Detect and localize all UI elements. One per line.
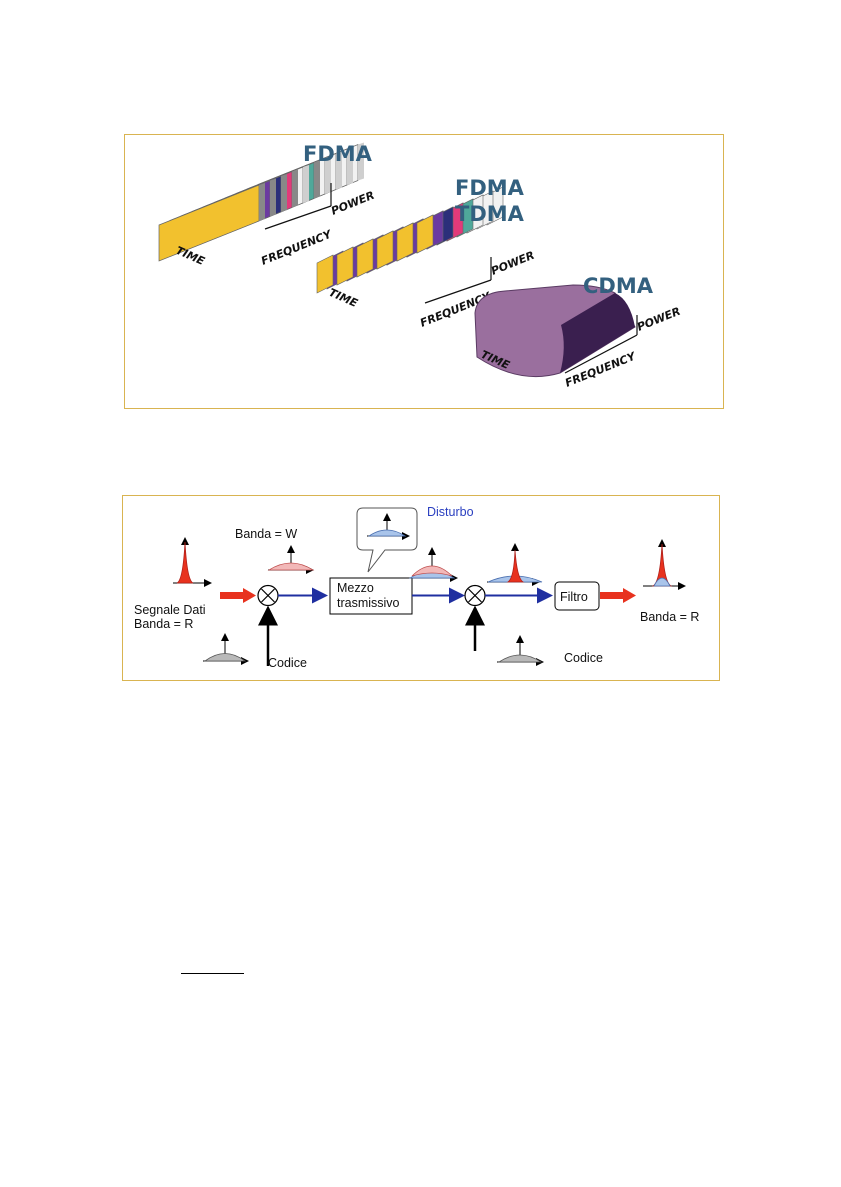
despread-signal-spectrum: [487, 543, 543, 586]
fdma-channel-slab-side: [347, 147, 353, 185]
fdma-title: FDMA: [303, 142, 373, 166]
tdma-channel-block: [356, 238, 374, 278]
fdma-channel-slab-side: [325, 156, 331, 194]
fdma-tdma-power-label: POWER: [489, 249, 536, 278]
fdma-channel-slab-side: [292, 169, 298, 208]
disturbance-label: Disturbo: [427, 505, 474, 519]
tdma-channel-block: [396, 222, 414, 262]
tdma-channel-block: [316, 254, 334, 294]
fdma-channel-slabs: [158, 142, 364, 262]
spread-signal-spectrum: [267, 545, 315, 574]
spread-spectrum-figure: Banda = W Disturbo Mezzo trasmissivo Fil…: [122, 495, 720, 681]
fdma-channel-slab-side: [270, 178, 276, 217]
fdma-frequency-axis: [264, 205, 332, 230]
fdma-channel-slab-side: [336, 151, 342, 190]
multiple-access-figure: FDMA POWER FREQUENCY TIME FDMA TDMA POWE…: [124, 134, 724, 409]
transmission-medium-box: [329, 577, 413, 615]
tdma-channel-block: [376, 230, 394, 270]
disturbance-callout: [356, 507, 418, 573]
fdma-panel: FDMA POWER FREQUENCY TIME: [158, 142, 376, 268]
fdma-channel-slab: [158, 184, 260, 262]
fdma-channel-slab-side: [303, 165, 309, 203]
fdma-tdma-title-line2: TDMA: [455, 202, 525, 226]
input-label-line1: Segnale Dati: [134, 603, 206, 617]
tx-code-label: Codice: [268, 656, 307, 670]
cdma-title: CDMA: [583, 274, 654, 298]
fdma-tdma-frequency-axis: [424, 279, 492, 304]
fdma-power-label: POWER: [329, 189, 376, 218]
underline-rule: [181, 973, 244, 974]
fdma-channel-slab-side: [281, 174, 287, 212]
transmitter-code-spectrum: [203, 633, 249, 665]
cdma-frequency-axis: [564, 334, 638, 374]
medium-label-line2: trasmissivo: [337, 596, 400, 610]
fdma-channel-slab-side: [358, 142, 364, 181]
filter-box: [554, 581, 600, 611]
receiver-code-spectrum: [497, 635, 544, 666]
output-band-label: Banda = R: [640, 610, 699, 624]
fdma-tdma-time-label: TIME: [327, 286, 360, 310]
transmitter-multiplier: [257, 584, 279, 607]
fdma-channel-slab-side: [314, 160, 320, 199]
cdma-power-label: POWER: [635, 305, 682, 334]
tdma-channel-block: [416, 214, 434, 254]
receiver-multiplier: [464, 584, 486, 607]
filter-label: Filtro: [560, 590, 588, 604]
cdma-spread-end: [560, 293, 635, 373]
fdma-tdma-channel-blocks: [316, 186, 504, 294]
received-signal-spectrum: [408, 547, 458, 582]
medium-label-line1: Mezzo: [337, 581, 374, 595]
cdma-panel: CDMA POWER FREQUENCY TIME: [474, 274, 682, 390]
rx-code-label: Codice: [564, 651, 603, 665]
input-narrowband-spectrum: [173, 537, 212, 587]
multiple-access-illustration: FDMA POWER FREQUENCY TIME FDMA TDMA POWE…: [158, 142, 682, 390]
input-label-line2: Banda = R: [134, 617, 193, 631]
fdma-channel-slab-side: [259, 183, 265, 221]
output-arrow: [600, 588, 636, 603]
spread-spectrum-block-diagram: Banda = W Disturbo Mezzo trasmissivo Fil…: [134, 505, 699, 670]
input-arrow: [220, 588, 256, 603]
fdma-tdma-panel: FDMA TDMA POWER FREQUENCY TIME: [316, 176, 536, 330]
tdma-channel-block: [336, 246, 354, 286]
output-narrowband-spectrum: [643, 539, 686, 590]
fdma-tdma-title-line1: FDMA: [455, 176, 525, 200]
band-w-label: Banda = W: [235, 527, 297, 541]
